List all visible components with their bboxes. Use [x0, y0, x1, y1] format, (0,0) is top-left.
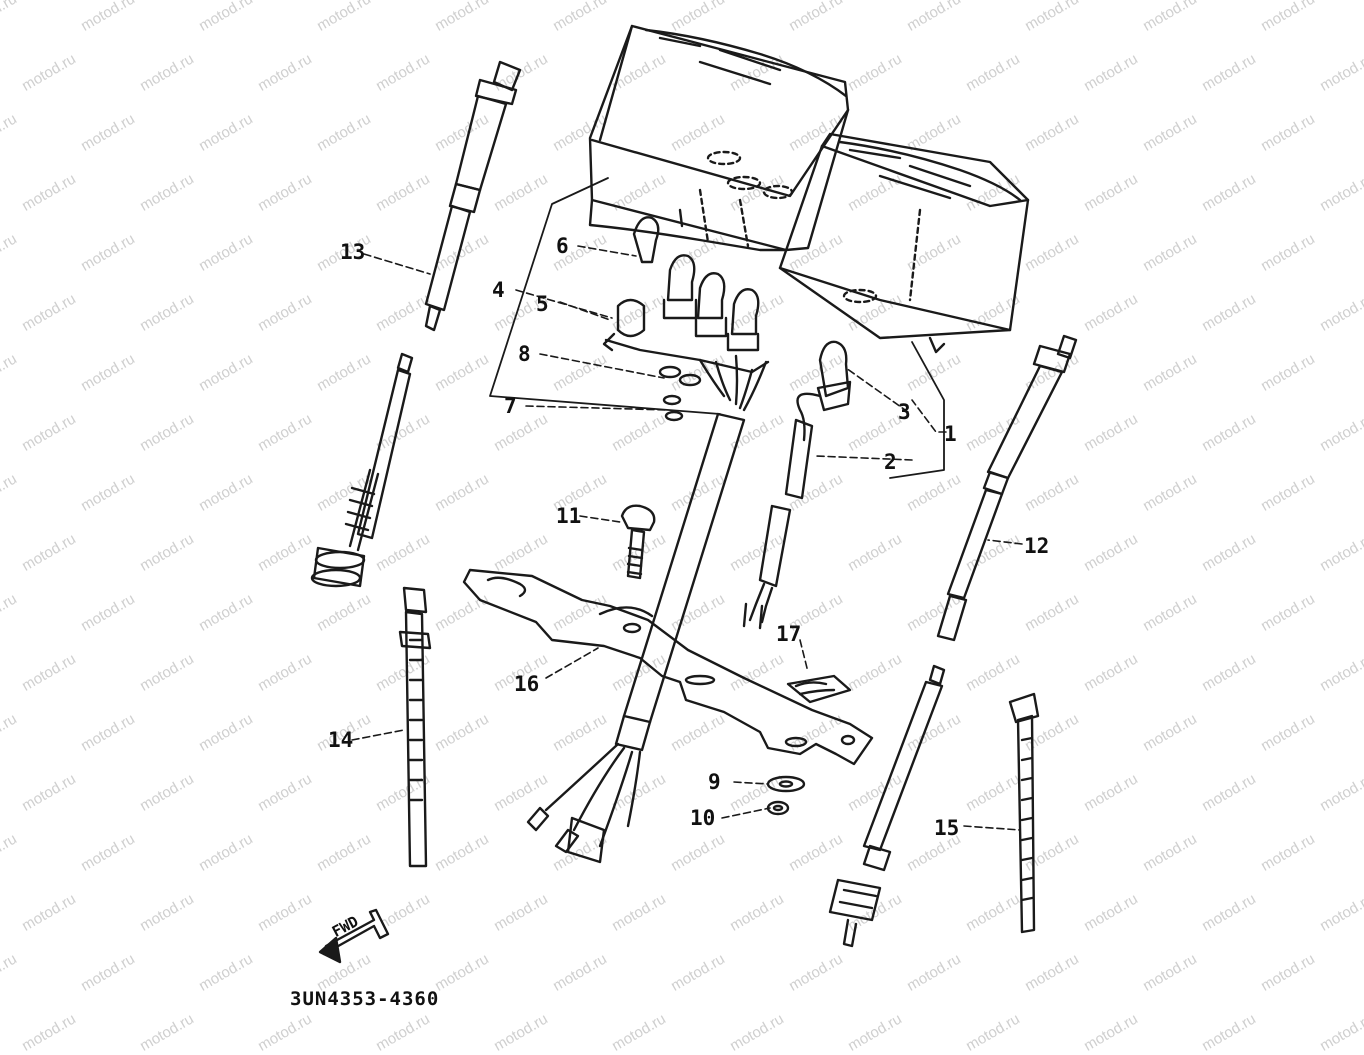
bolt [620, 504, 656, 580]
meter-housing-small [778, 132, 1030, 354]
callout-9: 9 [708, 770, 721, 794]
callout-6: 6 [556, 234, 569, 258]
callout-8: 8 [518, 342, 531, 366]
diagram-code: 3UN4353-4360 [290, 988, 440, 1010]
callout-14: 14 [328, 728, 354, 752]
callout-10: 10 [690, 806, 716, 830]
speedometer-cable [310, 60, 522, 588]
group-bracket-lines [489, 177, 945, 479]
grommet [786, 674, 852, 704]
callout-5: 5 [536, 292, 549, 316]
diagram-drawing [310, 24, 1078, 964]
callout-12: 12 [1024, 534, 1050, 558]
callout-2: 2 [884, 450, 897, 474]
callout-15: 15 [934, 816, 960, 840]
callout-17: 17 [776, 622, 802, 646]
callout-16: 16 [514, 672, 540, 696]
meter-housing-large [588, 24, 850, 252]
tachometer-cable [828, 334, 1078, 948]
socket-harness [526, 216, 770, 864]
cable-tie-right [1008, 692, 1040, 934]
washer-nut [766, 775, 806, 816]
forward-arrow-icon [318, 908, 390, 964]
bulb-lead [742, 340, 852, 630]
callout-7: 7 [504, 394, 517, 418]
cable-tie-left [398, 586, 432, 868]
callout-11: 11 [556, 504, 582, 528]
callout-3: 3 [898, 400, 911, 424]
leader-lines [351, 245, 1023, 831]
callout-4: 4 [492, 278, 505, 302]
callout-13: 13 [340, 240, 366, 264]
callout-1: 1 [944, 422, 957, 446]
meter-bracket [462, 568, 874, 766]
